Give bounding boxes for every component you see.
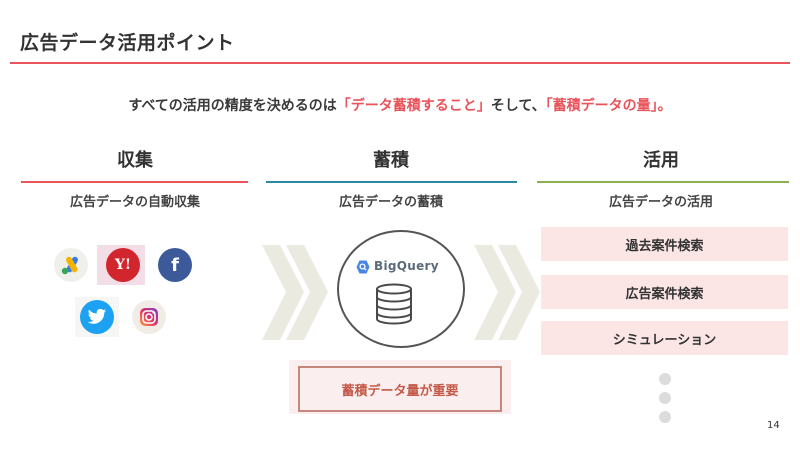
- column-heading-collect: 収集: [117, 150, 153, 171]
- slide-title: 広告データ活用ポイント: [20, 32, 235, 54]
- column-rule-use: [537, 181, 789, 183]
- use-item-ad-case-search: 広告案件検索: [541, 275, 788, 309]
- lead-sentence: すべての活用の精度を決めるのは「データ蓄積すること」そして、「蓄積データの量」。: [0, 95, 800, 115]
- title-divider: [10, 62, 790, 64]
- column-subheading-collect: 広告データの自動収集: [69, 195, 200, 210]
- bigquery-icon: [356, 260, 370, 274]
- column-subheading-use: 広告データの活用: [608, 195, 713, 210]
- bigquery-label: BigQuery: [374, 259, 439, 273]
- lead-highlight-volume: 「蓄積データの量」: [545, 98, 658, 114]
- column-heading-store: 蓄積: [373, 150, 409, 171]
- google-ads-icon: [54, 248, 88, 282]
- store-volume-callout: 蓄積データ量が重要: [298, 366, 502, 412]
- yahoo-icon-text: Y!: [114, 257, 132, 273]
- column-rule-store: [266, 181, 517, 183]
- facebook-icon-text: f: [171, 254, 179, 276]
- lead-middle: そして、: [490, 98, 546, 114]
- more-dot: [659, 373, 671, 385]
- column-heading-use: 活用: [643, 150, 679, 171]
- column-rule-collect: [21, 181, 248, 183]
- lead-highlight-accumulate: 「データ蓄積すること」: [336, 98, 491, 114]
- instagram-icon: [132, 300, 166, 334]
- page-number: 14: [767, 420, 780, 431]
- use-item-simulation: シミュレーション: [541, 321, 788, 355]
- chevron-right-icon: [474, 245, 540, 340]
- database-icon: [376, 283, 412, 325]
- yahoo-icon: Y!: [106, 248, 140, 282]
- use-item-past-case-search: 過去案件検索: [541, 227, 788, 261]
- column-subheading-store: 広告データの蓄積: [338, 195, 443, 210]
- more-dot: [659, 411, 671, 423]
- lead-prefix: すべての活用の精度を決めるのは: [128, 98, 337, 114]
- chevron-right-icon: [262, 245, 328, 340]
- lead-suffix: 。: [657, 98, 672, 114]
- facebook-icon: f: [158, 248, 192, 282]
- more-dot: [659, 392, 671, 404]
- bigquery-circle: [337, 230, 465, 348]
- twitter-icon: [80, 300, 114, 334]
